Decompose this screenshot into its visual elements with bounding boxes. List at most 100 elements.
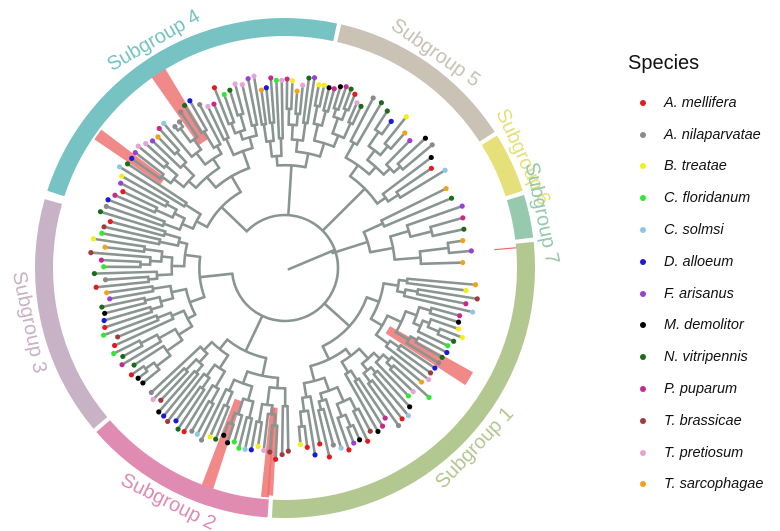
tree-branch xyxy=(186,313,197,321)
tip-marker xyxy=(407,404,413,410)
tree-branch xyxy=(184,203,202,216)
tree-branch xyxy=(379,144,390,157)
tip-marker xyxy=(351,440,357,446)
tree-branch xyxy=(122,176,170,204)
tree-branch xyxy=(431,228,463,238)
tip-marker xyxy=(378,100,385,106)
tip-marker xyxy=(111,342,118,349)
tree-root-arc xyxy=(231,213,340,323)
tip-marker xyxy=(135,375,141,381)
tree-branch xyxy=(317,400,323,412)
tip-marker xyxy=(457,313,463,319)
subgroup-ring xyxy=(35,17,535,518)
tip-marker xyxy=(311,75,318,81)
tree-branch xyxy=(301,121,307,142)
tip-marker xyxy=(273,456,279,462)
tree-branch xyxy=(257,421,264,445)
tree-branch xyxy=(96,270,159,275)
tip-marker xyxy=(402,130,408,136)
tree-branch xyxy=(446,239,462,245)
tree-branch xyxy=(395,168,431,194)
tip-marker xyxy=(382,415,388,421)
tip-marker xyxy=(211,85,218,91)
legend-title: Species xyxy=(628,52,700,74)
tree-branch xyxy=(386,193,400,203)
legend-dot-icon xyxy=(640,99,646,106)
tree-branch xyxy=(416,330,447,346)
legend-dot-icon xyxy=(640,449,646,456)
tree-branch xyxy=(230,175,242,194)
tree-branch xyxy=(214,370,227,389)
tree-branch xyxy=(170,309,186,318)
tree-branch xyxy=(136,153,165,176)
tree-branch xyxy=(389,133,405,151)
tree-branch xyxy=(366,382,399,425)
tree-branch xyxy=(163,232,182,240)
tip-marker xyxy=(205,103,211,110)
tree-branch xyxy=(384,345,428,380)
tree-branch xyxy=(280,404,285,453)
tree-branch xyxy=(349,99,374,143)
legend-dot-icon xyxy=(640,258,646,265)
tree-branch xyxy=(230,121,237,135)
tree-branch xyxy=(168,372,206,421)
tip-marker xyxy=(221,432,227,438)
tree-branch xyxy=(159,296,175,303)
tree-branch xyxy=(405,281,465,292)
tip-marker xyxy=(128,372,135,378)
tip-marker xyxy=(173,418,179,424)
tip-marker xyxy=(426,376,432,383)
tree-branch xyxy=(253,77,264,126)
tip-marker xyxy=(97,209,104,215)
tree-branch xyxy=(194,363,204,374)
tree-branch xyxy=(192,399,211,430)
tree-branches xyxy=(92,77,476,458)
legend-label: N. vitripennis xyxy=(664,349,748,366)
tip-marker xyxy=(245,76,251,82)
tree-branch xyxy=(344,372,378,431)
tree-branch xyxy=(181,113,199,139)
tip-marker xyxy=(316,82,322,88)
tree-branch xyxy=(246,385,254,402)
tip-marker xyxy=(101,224,107,230)
tree-branch xyxy=(324,398,342,447)
tree-branch xyxy=(213,105,230,140)
tree-branch xyxy=(195,151,207,166)
tree-branch xyxy=(290,82,294,111)
tree-branch xyxy=(429,217,462,229)
tree-branch xyxy=(380,188,445,222)
tip-marker xyxy=(410,389,416,395)
tree-branch xyxy=(287,248,337,271)
tip-marker xyxy=(326,454,332,460)
tip-marker xyxy=(455,326,462,332)
tree-branch xyxy=(392,165,402,174)
tip-marker xyxy=(102,244,108,250)
tip-marker xyxy=(468,248,474,254)
tree-branch xyxy=(415,292,465,305)
tree-branch xyxy=(276,376,280,390)
tree-branch xyxy=(105,226,162,241)
legend-item: T. brassicae xyxy=(612,405,777,437)
tip-marker xyxy=(459,334,465,341)
tree-branch xyxy=(146,144,170,165)
tree-branch xyxy=(192,138,203,151)
tree-branch xyxy=(336,385,345,403)
tree-branch xyxy=(351,187,367,203)
tree-branch xyxy=(164,124,194,159)
tree-branch xyxy=(92,251,152,259)
tree-branch xyxy=(385,141,410,166)
tree-branch xyxy=(332,107,338,119)
tip-marker xyxy=(115,334,121,340)
tree-branch xyxy=(177,240,189,246)
tip-marker xyxy=(107,296,113,302)
legend-dot-icon xyxy=(640,131,646,138)
legend-item: F. arisanus xyxy=(612,278,777,310)
tree-branch xyxy=(115,339,141,354)
subgroup-segment xyxy=(271,241,535,518)
tree-branch xyxy=(381,353,391,362)
tip-marker xyxy=(460,215,466,221)
tip-marker xyxy=(131,362,137,368)
tip-marker xyxy=(284,76,290,82)
tree-branch xyxy=(294,138,299,153)
